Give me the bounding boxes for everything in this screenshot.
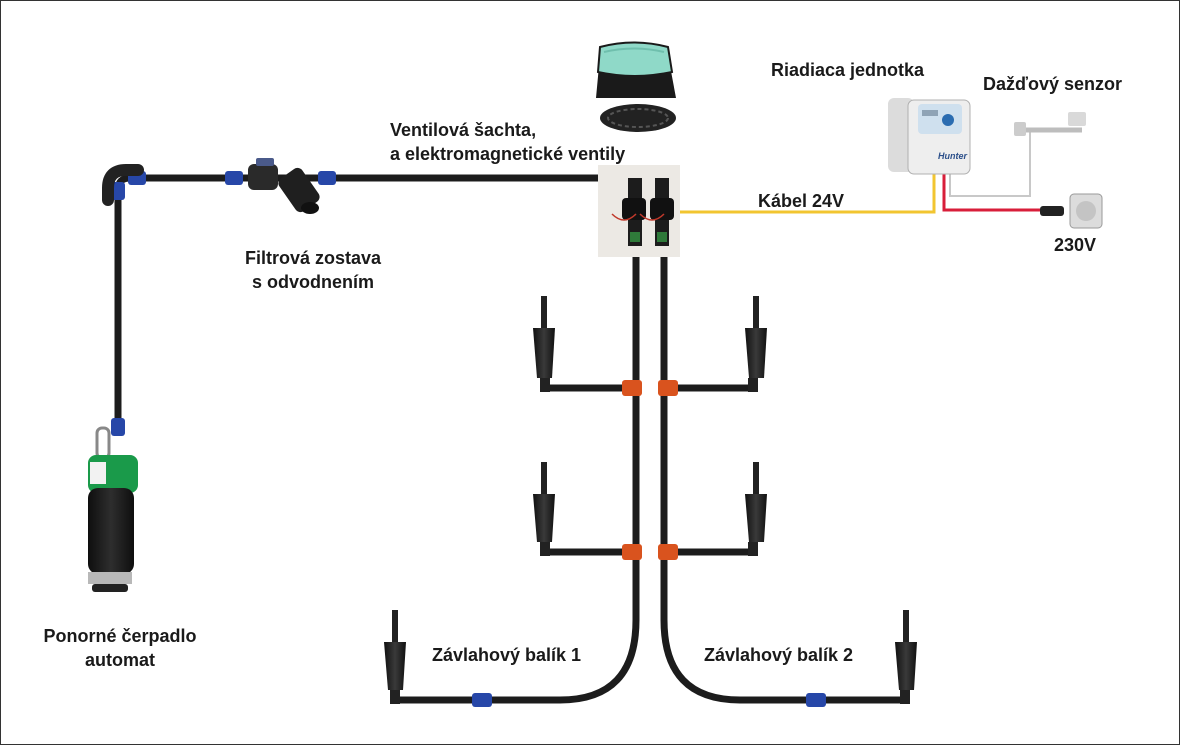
power-socket bbox=[1040, 193, 1103, 229]
pump-label-line2: automat bbox=[84, 650, 155, 670]
filter-label: Filtrová zostava s odvodnením bbox=[225, 246, 401, 294]
sprinkler bbox=[384, 610, 406, 704]
controller-label: Riadiaca jednotka bbox=[771, 60, 925, 80]
filter-label-line1: Filtrová zostava bbox=[244, 248, 382, 268]
sprinkler bbox=[745, 296, 767, 392]
cable-label: Kábel 24V bbox=[758, 191, 845, 211]
sprinkler bbox=[895, 610, 917, 704]
zone-pipes bbox=[394, 236, 906, 704]
valve-box bbox=[596, 41, 676, 132]
tee-fittings bbox=[622, 380, 678, 560]
voltage-label: 230V bbox=[1054, 235, 1097, 255]
sprinkler bbox=[533, 296, 555, 392]
rain-sensor bbox=[1014, 112, 1086, 136]
supply-pipe bbox=[114, 174, 616, 434]
sprinkler-heads bbox=[384, 296, 917, 704]
zone2-label: Závlahový balík 2 bbox=[704, 645, 854, 665]
controller-unit: Hunter bbox=[888, 98, 971, 175]
elbow-fitting bbox=[102, 164, 144, 206]
submersible-pump bbox=[88, 426, 138, 592]
zone1-label: Závlahový balík 1 bbox=[432, 645, 582, 665]
valve-box-label-line1: Ventilová šachta, bbox=[390, 120, 537, 140]
zone-couplings bbox=[472, 693, 826, 707]
sprinkler bbox=[745, 462, 767, 556]
valve-manifold bbox=[598, 165, 680, 257]
filter-label-line2: s odvodnením bbox=[251, 272, 374, 292]
pump-label-line1: Ponorné čerpadlo bbox=[43, 626, 197, 646]
filter-assembly bbox=[248, 158, 320, 214]
cables bbox=[680, 130, 1040, 214]
valve-box-label-line2: a elektromagnetické ventily bbox=[390, 144, 626, 164]
controller-brand: Hunter bbox=[938, 151, 967, 161]
sprinkler bbox=[533, 462, 555, 556]
pump-label: Ponorné čerpadlo automat bbox=[20, 624, 220, 672]
valve-box-label: Ventilová šachta, a elektromagnetické ve… bbox=[390, 118, 625, 166]
pipe-couplings bbox=[111, 171, 614, 436]
rain-sensor-label: Dažďový senzor bbox=[983, 74, 1122, 94]
